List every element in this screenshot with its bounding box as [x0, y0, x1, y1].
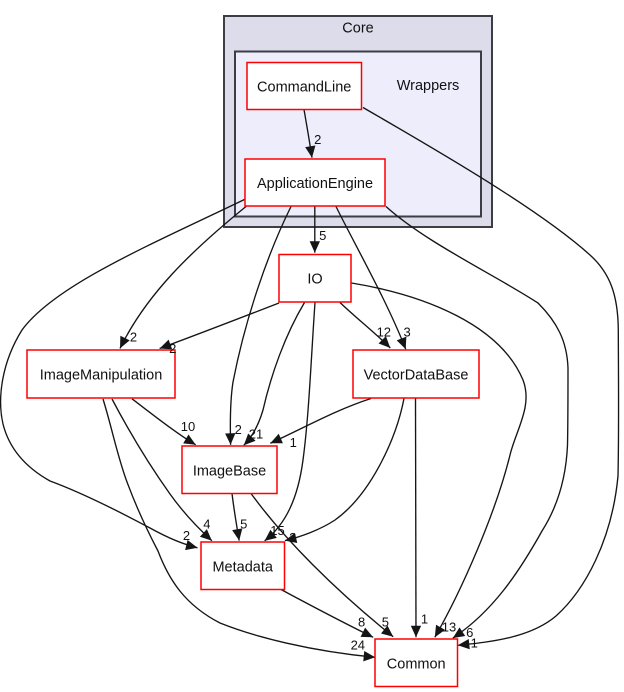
svg-text:Wrappers: Wrappers	[397, 78, 460, 94]
svg-text:IO: IO	[307, 272, 322, 288]
svg-text:ImageBase: ImageBase	[193, 464, 266, 480]
svg-text:1: 1	[471, 636, 478, 651]
svg-text:3: 3	[403, 325, 410, 340]
svg-text:4: 4	[203, 517, 210, 532]
svg-text:10: 10	[181, 419, 195, 434]
svg-text:ImageManipulation: ImageManipulation	[40, 368, 163, 384]
svg-text:CommandLine: CommandLine	[257, 80, 351, 96]
svg-text:2: 2	[314, 132, 321, 147]
svg-text:15: 15	[270, 523, 284, 538]
svg-text:5: 5	[382, 615, 389, 630]
svg-text:13: 13	[442, 620, 456, 635]
svg-text:24: 24	[351, 638, 365, 653]
svg-text:ApplicationEngine: ApplicationEngine	[257, 176, 373, 192]
svg-text:6: 6	[466, 625, 473, 640]
svg-text:2: 2	[169, 341, 176, 356]
svg-text:5: 5	[319, 228, 326, 243]
svg-text:8: 8	[358, 615, 365, 630]
svg-text:5: 5	[240, 517, 247, 532]
svg-text:2: 2	[235, 422, 242, 437]
svg-text:2: 2	[289, 530, 296, 545]
svg-text:2: 2	[183, 528, 190, 543]
svg-text:1: 1	[290, 435, 297, 450]
svg-text:Metadata: Metadata	[212, 560, 273, 576]
svg-text:VectorDataBase: VectorDataBase	[364, 368, 469, 384]
svg-text:21: 21	[249, 427, 263, 442]
svg-text:Common: Common	[387, 657, 446, 673]
svg-text:Core: Core	[342, 21, 373, 37]
svg-text:12: 12	[377, 325, 391, 340]
svg-text:2: 2	[130, 330, 137, 345]
svg-text:1: 1	[421, 612, 428, 627]
